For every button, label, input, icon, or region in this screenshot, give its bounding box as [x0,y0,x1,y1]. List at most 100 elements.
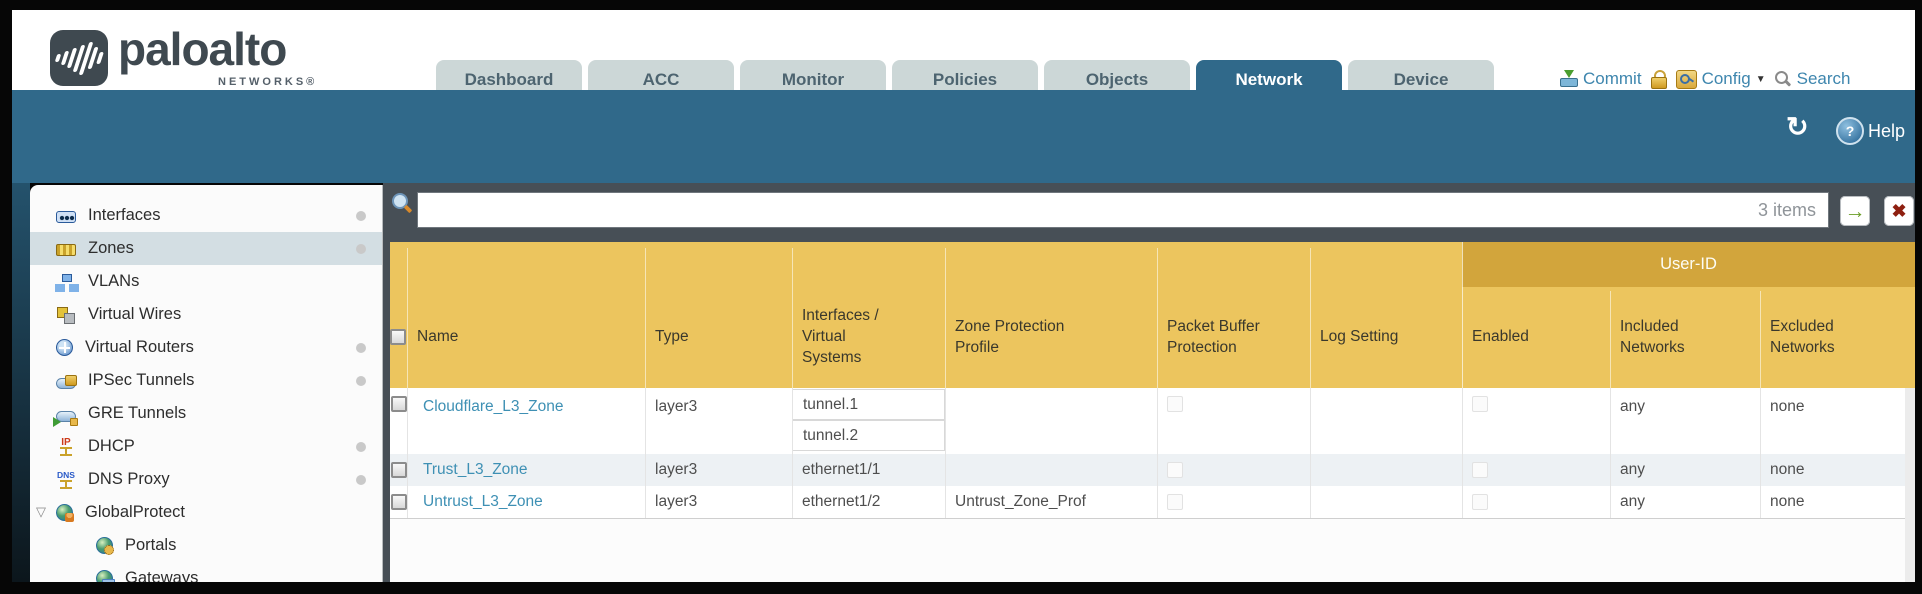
lock-icon[interactable] [1650,69,1667,89]
commit-label: Commit [1583,69,1642,88]
teal-banner [12,90,1915,183]
help-button[interactable]: ? Help [1836,117,1905,145]
packet-buffer-protection-checkbox [1167,396,1183,412]
row-select-checkbox[interactable] [391,462,407,478]
column-divider [1760,388,1761,518]
clear-filter-button[interactable]: ✖ [1884,196,1914,226]
sidebar-item-dns-proxy[interactable]: DNS DNS Proxy [30,463,382,496]
config-label: Config [1701,69,1751,88]
column-divider [1310,388,1311,518]
commit-button[interactable]: Commit [1560,69,1642,89]
config-icon [1675,69,1697,89]
interface-cell: ethernet1/1 [802,461,881,478]
status-dot [356,441,366,452]
zone-name-link[interactable]: Trust_L3_Zone [423,461,528,478]
row-select-checkbox[interactable] [391,494,407,510]
column-divider [1157,388,1158,518]
gre-tunnels-icon [53,411,78,427]
column-divider [1310,248,1311,388]
collapse-triangle-icon[interactable]: ▽ [36,503,46,519]
included-networks-value: any [1620,398,1645,415]
column-divider [945,388,946,518]
brand-name: paloalto [118,23,287,75]
zone-name-link[interactable]: Untrust_L3_Zone [423,493,543,510]
network-sidebar: Interfaces Zones VLANs Virtual Wires Vir… [30,185,383,582]
sidebar-item-gre-tunnels[interactable]: GRE Tunnels [30,397,382,430]
sidebar-item-portals[interactable]: Portals [30,529,382,562]
sidebar-item-interfaces[interactable]: Interfaces [30,199,382,232]
column-header-included-networks[interactable]: Included Networks [1620,317,1685,356]
column-header-excluded-networks[interactable]: Excluded Networks [1770,317,1835,356]
paloalto-logo-icon [50,30,108,86]
dns-proxy-icon: DNS [56,470,76,489]
global-search-button[interactable]: Search [1774,69,1850,89]
help-label: Help [1868,120,1906,141]
interface-cell: tunnel.1 [792,389,945,420]
column-header-type[interactable]: Type [655,328,689,346]
excluded-networks-value: none [1770,493,1805,510]
column-divider [1760,291,1761,388]
zone-type: layer3 [655,461,698,478]
column-divider [407,248,408,388]
commit-icon [1560,70,1578,88]
sidebar-item-globalprotect[interactable]: ▽ GlobalProtect [36,503,185,522]
zone-type: layer3 [655,398,698,415]
sidebar-item-virtual-routers[interactable]: Virtual Routers [30,331,382,364]
vlans-icon [56,273,76,291]
filter-input[interactable] [418,193,1758,227]
sidebar-item-dhcp[interactable]: IP DHCP [30,430,382,463]
vertical-scrollbar[interactable] [1905,388,1915,582]
sidebar-item-virtual-wires[interactable]: Virtual Wires [30,298,382,331]
packet-buffer-protection-checkbox [1167,494,1183,510]
refresh-icon[interactable]: ↻ [1786,112,1809,142]
column-header-name[interactable]: Name [417,328,459,346]
brand-subtitle: NETWORKS® [218,76,318,88]
table-row: Cloudflare_L3_Zone layer3 any none [390,388,1905,454]
column-divider [407,388,408,518]
excluded-networks-value: none [1770,398,1805,415]
packet-buffer-protection-checkbox [1167,462,1183,478]
zone-name-link[interactable]: Cloudflare_L3_Zone [423,398,564,415]
column-header-enabled[interactable]: Enabled [1472,328,1529,346]
sidebar-item-vlans[interactable]: VLANs [30,265,382,298]
status-dot [356,375,366,386]
dhcp-icon: IP [56,437,76,456]
config-menu-button[interactable]: Config ▼ [1675,69,1766,89]
column-divider [645,388,646,518]
column-header-interfaces[interactable]: Interfaces / Virtual Systems [802,307,879,366]
apply-filter-button[interactable]: → [1840,196,1870,226]
select-all-checkbox[interactable] [390,329,406,345]
column-header-zone-protection-profile[interactable]: Zone Protection Profile [955,317,1065,356]
column-divider [1610,291,1611,388]
search-icon [1774,70,1792,88]
green-arrow-icon: → [1844,199,1866,223]
virtual-wires-icon [56,306,76,324]
included-networks-value: any [1620,493,1645,510]
chevron-down-icon: ▼ [1755,73,1766,85]
excluded-networks-value: none [1770,461,1805,478]
help-icon: ? [1836,117,1864,145]
column-header-log-setting[interactable]: Log Setting [1320,328,1399,346]
virtual-routers-icon [56,339,73,356]
sidebar-item-ipsec-tunnels[interactable]: IPSec Tunnels [30,364,382,397]
interfaces-icon [56,210,76,223]
user-id-enabled-checkbox [1472,494,1488,510]
table-row: Trust_L3_Zone layer3 ethernet1/1 any non… [390,454,1905,486]
column-divider [1157,248,1158,388]
sidebar-item-gateways[interactable]: Gateways [30,562,382,582]
included-networks-value: any [1620,461,1645,478]
sidebar-item-zones[interactable]: Zones [30,232,382,265]
row-select-checkbox[interactable] [391,396,407,412]
left-edge-strip [12,183,30,582]
interface-cell: tunnel.2 [792,420,945,451]
filter-search-icon[interactable] [392,193,414,215]
user-id-enabled-checkbox [1472,396,1488,412]
column-header-packet-buffer-protection[interactable]: Packet Buffer Protection [1167,317,1260,356]
status-dot [356,243,366,254]
top-header: paloalto NETWORKS® Dashboard ACC Monitor… [12,10,1915,100]
user-id-enabled-checkbox [1472,462,1488,478]
column-divider [1610,388,1611,518]
filter-bar: 3 items [417,192,1829,228]
column-divider [792,388,793,518]
